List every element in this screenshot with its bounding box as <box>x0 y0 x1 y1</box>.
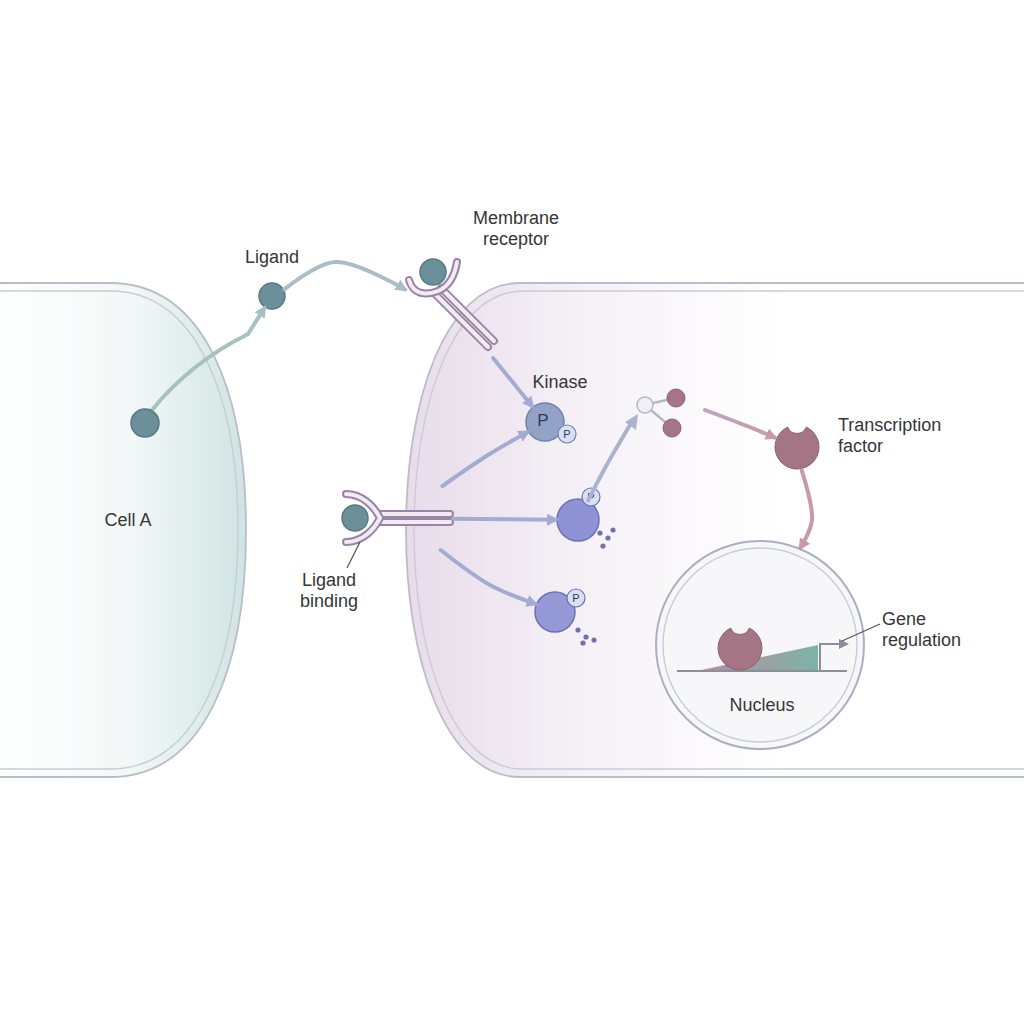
nucleus-label: Nucleus <box>712 695 812 716</box>
transcription-factor: Transcription factor <box>773 423 821 471</box>
dna-strand <box>677 670 847 672</box>
phosphate-label: P <box>533 411 553 431</box>
phosphate-dot <box>583 634 588 639</box>
membrane-receptor: Membrane receptor <box>405 258 500 358</box>
ligand-molecule <box>259 283 285 309</box>
membrane-receptor-shape <box>405 258 500 358</box>
bound-receptor-shape <box>338 486 453 550</box>
binding-label: Ligand binding <box>279 570 379 611</box>
gene-regulation-label: Gene regulation <box>882 609 992 650</box>
target-cell-membrane <box>406 283 1024 777</box>
receptor-label: Membrane receptor <box>451 208 581 249</box>
signal-arrow <box>442 432 527 486</box>
kinase-protein: P <box>556 498 600 542</box>
phosphate-dot <box>575 627 580 632</box>
cell-label: Cell A <box>78 510 178 531</box>
signal-arrow <box>493 358 532 406</box>
phosphate-group <box>582 488 600 506</box>
nucleus: Nucleus <box>655 540 865 750</box>
receptor-body <box>435 294 488 347</box>
phosphate-dot <box>600 543 605 548</box>
receptor-outline <box>441 288 494 341</box>
phosphate-dot <box>580 640 585 645</box>
phosphate-group <box>558 425 576 443</box>
ligand-label: Ligand <box>222 247 322 268</box>
receptor-outline <box>380 518 450 526</box>
arrow-head <box>625 414 638 430</box>
phosphate-dot <box>610 527 615 532</box>
receptor-body <box>380 520 450 524</box>
phosphate-label: P <box>583 491 599 504</box>
ligand-molecule <box>420 259 446 285</box>
bound-transcription-factor <box>718 628 762 670</box>
signal-arrow <box>441 550 536 604</box>
molecule-bond <box>645 398 675 405</box>
ligand-molecule <box>342 505 368 531</box>
nucleus-shape <box>655 540 865 750</box>
transcription-factor-shape <box>773 423 821 471</box>
phosphate-dot <box>597 530 602 535</box>
receptor-body <box>441 288 494 341</box>
signal-arrow <box>800 471 812 549</box>
ligand-molecule-shape <box>258 282 286 310</box>
signal-arrow <box>453 519 556 520</box>
ligand-molecule: Ligand <box>258 282 286 310</box>
cell-membrane <box>0 283 246 777</box>
sender-cell: Cell A <box>0 283 248 777</box>
transcription-start-arrow <box>820 644 841 671</box>
tf-label: Transcription factor <box>838 415 978 456</box>
signal-arrow <box>248 308 265 334</box>
cell-membrane-inner <box>0 291 238 769</box>
transcription-factor-shape <box>775 427 819 469</box>
receptor-outline <box>435 294 488 347</box>
sender-cell-shape <box>0 283 248 777</box>
signal-arrow <box>588 410 775 500</box>
kinase-label: Kinase <box>510 372 610 393</box>
receptor-outline <box>380 510 450 518</box>
phosphate-dot <box>591 637 596 642</box>
phosphate-dot <box>605 535 610 540</box>
molecule-bond <box>645 405 672 428</box>
receptor-body <box>380 512 450 516</box>
signal-arrow <box>284 262 405 289</box>
kinase-protein-shape <box>534 591 576 633</box>
phosphate-label: P <box>559 428 575 441</box>
second-messenger <box>667 389 685 407</box>
second-messenger <box>663 419 681 437</box>
bound-receptor: Ligand binding <box>338 486 453 550</box>
phosphate-label: P <box>568 592 584 605</box>
arrow-head <box>839 639 849 649</box>
kinase-protein-shape <box>556 498 600 542</box>
nuclear-envelope-inner <box>663 548 857 742</box>
phosphate-group <box>567 589 585 607</box>
leader-line <box>347 542 360 568</box>
nuclear-envelope <box>656 541 864 749</box>
kinase-protein: KinasePP <box>525 402 565 442</box>
target-cell-membrane-inner <box>414 291 1024 769</box>
second-messenger <box>637 397 653 413</box>
kinase-protein: P <box>534 591 576 633</box>
